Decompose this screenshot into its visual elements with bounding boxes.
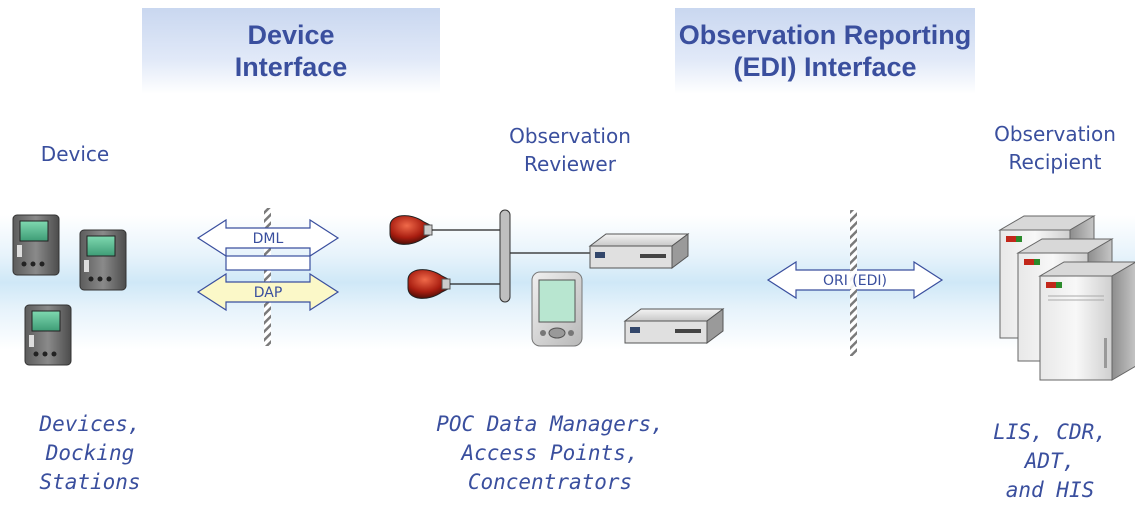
dap-label: DAP [254,285,283,301]
network-backbone [499,209,511,303]
device-label-line1: Device [40,142,110,166]
observation-reporting-header-line1: Observation Reporting [678,20,972,50]
observation-recipient-label-line1: Observation [994,122,1116,146]
observation-reporting-header-line2: (EDI) Interface [733,52,917,82]
observation-reviewer-label-line1: Observation [509,124,631,148]
device-interface-barrier [264,208,271,346]
device-description-line2: Docking [45,441,135,465]
network-hub-icon [588,233,690,269]
access-point-icon [389,215,433,245]
interface-link-bar [225,255,311,271]
dml-label: DML [253,231,284,247]
ori-label: ORI (EDI) [823,273,887,289]
observation-reporting-header: Observation Reporting (EDI) Interface [675,8,975,94]
network-hub-icon [623,308,725,344]
device-description: Devices, Docking Stations [0,410,180,497]
device-interface-header-line2: Interface [234,52,348,82]
pda-device-icon [24,304,72,366]
recipient-description-line3: and HIS [1005,478,1095,502]
recipient-description: LIS, CDR, ADT, and HIS [965,418,1135,505]
device-label: Device [10,140,140,168]
reviewer-description-line1: POC Data Managers, [436,412,664,436]
device-interface-header-line1: Device [247,20,335,50]
device-description-line1: Devices, [39,412,141,436]
pda-device-icon [12,214,60,276]
device-interface-header: Device Interface [142,8,440,94]
device-description-line3: Stations [39,470,141,494]
dml-arrow [196,218,340,258]
recipient-description-line1: LIS, CDR, [993,420,1107,444]
reviewer-description-line3: Concentrators [467,470,633,494]
server-tower-icon [1038,261,1135,381]
reviewer-description: POC Data Managers, Access Points, Concen… [405,410,695,497]
observation-recipient-label: Observation Recipient [975,120,1135,176]
observation-reviewer-label-line2: Reviewer [524,152,616,176]
dap-arrow [196,272,340,312]
access-point-icon [407,269,451,299]
pocket-pc-icon [531,271,583,347]
reviewer-description-line2: Access Points, [461,441,639,465]
observation-reviewer-label: Observation Reviewer [480,122,660,178]
observation-recipient-label-line2: Recipient [1008,150,1102,174]
pda-device-icon [79,229,127,291]
recipient-description-line2: ADT, [1024,449,1076,473]
